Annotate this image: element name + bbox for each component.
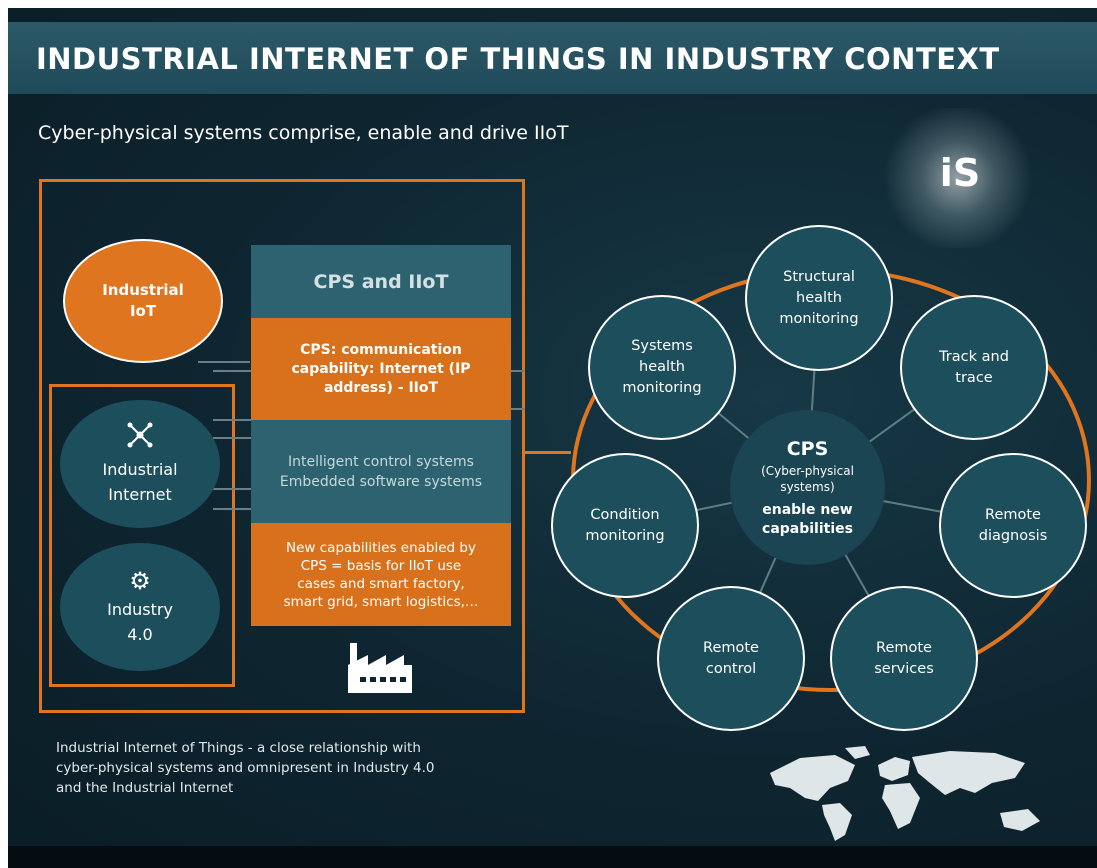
cps-enable-line: capabilities (762, 520, 853, 537)
new-capabilities-box: New capabilities enabled by CPS = basis … (251, 523, 511, 626)
page-title: INDUSTRIAL INTERNET OF THINGS IN INDUSTR… (36, 42, 1000, 76)
intelligent-systems-box: Intelligent control systems Embedded sof… (251, 420, 511, 523)
new-box-line: cases and smart factory, (297, 575, 465, 592)
cps-enable-line: enable new (762, 501, 853, 518)
caption: Industrial Internet of Things - a close … (56, 738, 526, 798)
node-remote-control: Remote control (657, 586, 805, 731)
connector-dash (511, 408, 525, 410)
industry-40-circle: ⚙ Industry 4.0 (60, 543, 220, 671)
cps-box-line: capability: Internet (IP (291, 360, 471, 377)
iiot-context-frame (39, 179, 525, 713)
industrial-iot-circle: Industrial IoT (63, 239, 223, 363)
cps-box-line: CPS: communication (300, 341, 462, 358)
factory-icon (346, 641, 414, 697)
connector-dash (213, 370, 251, 372)
connector-dash (213, 508, 251, 510)
new-box-line: CPS = basis for IIoT use (300, 557, 462, 574)
node-label-line: trace (955, 369, 993, 386)
cps-iiot-stack: CPS and IIoT CPS: communication capabili… (251, 245, 511, 626)
cps-subtitle-line: systems) (780, 479, 835, 494)
cps-title: CPS (786, 437, 829, 460)
cps-subtitle: (Cyber-physical systems) (761, 463, 854, 495)
world-map-icon (760, 743, 1060, 847)
node-remote-diagnosis: Remote diagnosis (939, 453, 1087, 598)
logo-glow (878, 108, 1038, 248)
caption-line: cyber-physical systems and omnipresent i… (56, 760, 435, 776)
node-label-line: Systems (631, 338, 693, 354)
node-remote-services: Remote services (830, 586, 978, 731)
node-label-line: Remote (985, 506, 1041, 523)
node-label-line: diagnosis (978, 527, 1048, 544)
new-box-line: smart grid, smart logistics,… (283, 593, 479, 610)
node-label-line: Track and (939, 348, 1009, 365)
internet-industry-frame (49, 384, 235, 687)
node-label-line: monitoring (585, 527, 665, 544)
node-label-line: Condition (590, 506, 660, 523)
connector-dash (213, 419, 251, 421)
logo-icon: iS (939, 151, 981, 195)
intel-box-line: Embedded software systems (279, 473, 483, 490)
node-label-line: Remote (703, 639, 759, 656)
cps-center-circle: CPS (Cyber-physical systems) enable new … (730, 410, 885, 565)
node-label-line: Structural (783, 268, 855, 285)
intel-box-line: Intelligent control systems (288, 453, 474, 470)
slide-canvas: INDUSTRIAL INTERNET OF THINGS IN INDUSTR… (8, 8, 1097, 868)
new-box-line: New capabilities enabled by (286, 539, 476, 556)
iiot-label-line: Industrial (102, 281, 184, 299)
network-icon (125, 421, 155, 455)
gear-icon: ⚙ (129, 567, 151, 595)
bottom-strip (8, 846, 1097, 868)
node-label-line: Remote (876, 639, 932, 656)
title-bar: INDUSTRIAL INTERNET OF THINGS IN INDUSTR… (8, 22, 1097, 94)
cps-subtitle-line: (Cyber-physical (761, 463, 854, 478)
industrial-internet-circle: Industrial Internet (60, 400, 220, 528)
industry-label-line: 4.0 (127, 625, 153, 644)
node-structural-health-monitoring: Structural health monitoring (745, 225, 893, 371)
connector-dash (213, 437, 251, 439)
connector-dash (198, 361, 250, 363)
stack-header-label: CPS and IIoT (313, 270, 449, 293)
cps-communication-box: CPS: communication capability: Internet … (251, 318, 511, 420)
node-label-line: monitoring (622, 380, 702, 396)
iiot-label-line: IoT (129, 302, 157, 320)
node-systems-health-monitoring: Systems health monitoring (588, 295, 736, 440)
node-label-line: control (705, 660, 757, 677)
caption-line: Industrial Internet of Things - a close … (56, 740, 421, 756)
node-condition-monitoring: Condition monitoring (551, 453, 699, 598)
node-label-line: health (796, 289, 842, 306)
industry-label-line: Industry (107, 600, 173, 619)
cps-box-line: address) - IIoT (323, 379, 439, 396)
internet-label-line: Internet (108, 485, 172, 504)
connector-dash (511, 370, 525, 372)
stack-header-box: CPS and IIoT (251, 245, 511, 318)
frame-to-ring-connector (525, 451, 571, 454)
node-track-and-trace: Track and trace (900, 295, 1048, 440)
cps-enable-text: enable new capabilities (762, 501, 853, 539)
node-label-line: health (639, 359, 685, 375)
internet-label-line: Industrial (102, 460, 178, 479)
connector-dash (213, 488, 251, 490)
caption-line: and the Industrial Internet (56, 780, 234, 796)
page-subtitle: Cyber-physical systems comprise, enable … (38, 122, 569, 144)
node-label-line: services (874, 660, 934, 677)
node-label-line: monitoring (779, 310, 859, 327)
